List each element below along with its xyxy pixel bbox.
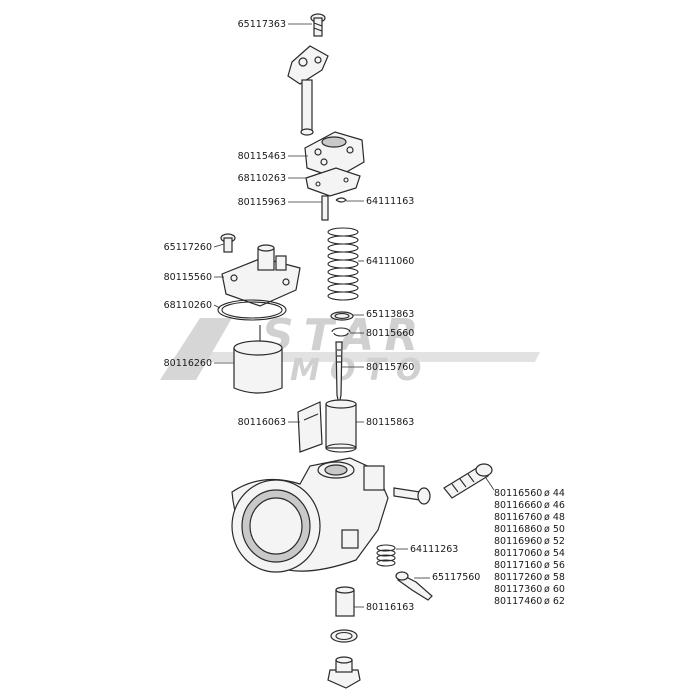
watermark-logo: STAR MOTO xyxy=(160,310,540,388)
drain-plug xyxy=(327,656,361,689)
cover-gasket xyxy=(305,167,361,197)
label-p16: 64111263 xyxy=(410,544,458,555)
needle-circlip xyxy=(331,327,351,337)
jet-code: 80117360 xyxy=(494,584,542,595)
jet-code: 80117260 xyxy=(494,572,542,583)
jet-size: ø 52 xyxy=(544,536,565,547)
top-screw xyxy=(310,13,326,37)
jet-size: ø 50 xyxy=(544,524,565,535)
label-p10: 65113863 xyxy=(366,309,414,320)
jet-size: ø 44 xyxy=(544,488,565,499)
label-p12: 80116260 xyxy=(164,358,212,369)
label-p7: 80115560 xyxy=(164,272,212,283)
label-p18: 80116163 xyxy=(366,602,414,613)
label-p1: 65117363 xyxy=(238,19,286,30)
label-p13: 80115760 xyxy=(366,362,414,373)
main-spring xyxy=(327,227,359,301)
adjust-screw xyxy=(395,571,433,601)
label-p9: 64111060 xyxy=(366,256,414,267)
label-p11: 80115660 xyxy=(366,328,414,339)
idle-screw xyxy=(393,487,431,505)
part-labels: 65117363 80115463 68110263 80115963 6411… xyxy=(164,19,565,613)
cover-screw xyxy=(220,233,236,253)
spring-ring xyxy=(330,311,354,321)
jet-size: ø 48 xyxy=(544,512,565,523)
jet-code: 80116960 xyxy=(494,536,542,547)
label-p5: 64111163 xyxy=(366,196,414,207)
throttle-slide-right xyxy=(325,399,357,453)
jet-size: ø 56 xyxy=(544,560,565,571)
carburetor-body xyxy=(231,457,389,573)
jet-size: ø 58 xyxy=(544,572,565,583)
label-p6: 65117260 xyxy=(164,242,212,253)
jet-needle xyxy=(335,341,343,406)
watermark-line2: MOTO xyxy=(290,353,431,388)
label-p3: 68110263 xyxy=(238,173,286,184)
throttle-slide-left xyxy=(297,401,323,453)
jet-code: 80117060 xyxy=(494,548,542,559)
label-p14: 80116063 xyxy=(238,417,286,428)
label-p8: 68110260 xyxy=(164,300,212,311)
jet-size: ø 46 xyxy=(544,500,565,511)
main-jet xyxy=(443,463,493,499)
retaining-clip xyxy=(335,197,347,203)
float-gasket xyxy=(217,299,287,321)
label-p4: 80115963 xyxy=(238,197,286,208)
jet-size: ø 54 xyxy=(544,548,565,559)
jet-code: 80116860 xyxy=(494,524,542,535)
sealing-washer xyxy=(330,629,358,643)
float xyxy=(233,325,283,394)
label-p2: 80115463 xyxy=(238,151,286,162)
jet-code: 80116560 xyxy=(494,488,542,499)
small-pin xyxy=(321,195,329,221)
choke-rod xyxy=(300,79,314,136)
jet-code: 80116760 xyxy=(494,512,542,523)
idle-spring xyxy=(376,544,396,567)
cover-cap xyxy=(304,131,365,179)
jet-size: ø 62 xyxy=(544,596,565,607)
jet-holder xyxy=(335,586,355,617)
top-bracket xyxy=(287,45,329,85)
jets-table: 80116560 ø 44 80116660 ø 46 80116760 ø 4… xyxy=(494,488,565,607)
float-cover xyxy=(221,244,301,307)
jet-code: 80117160 xyxy=(494,560,542,571)
label-p17: 65117560 xyxy=(432,572,480,583)
label-p15: 80115863 xyxy=(366,417,414,428)
jet-size: ø 60 xyxy=(544,584,565,595)
jet-code: 80116660 xyxy=(494,500,542,511)
jet-code: 80117460 xyxy=(494,596,542,607)
